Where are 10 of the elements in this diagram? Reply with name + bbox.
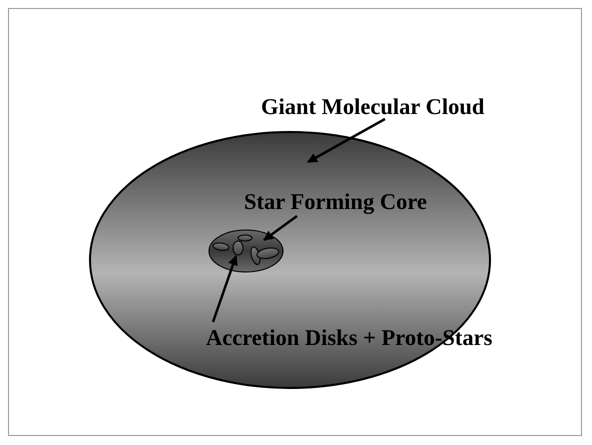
cloud-ellipse	[89, 131, 491, 389]
leader-arrow	[263, 214, 298, 242]
disk-ellipse	[237, 234, 253, 242]
disk-ellipse	[212, 242, 230, 252]
callout-label: Star Forming Core	[244, 189, 427, 215]
disk-ellipse	[256, 246, 280, 260]
leader-arrow	[212, 255, 238, 322]
core-ellipse	[208, 229, 284, 273]
leader-arrow	[307, 118, 386, 164]
callout-label: Giant Molecular Cloud	[261, 94, 484, 120]
